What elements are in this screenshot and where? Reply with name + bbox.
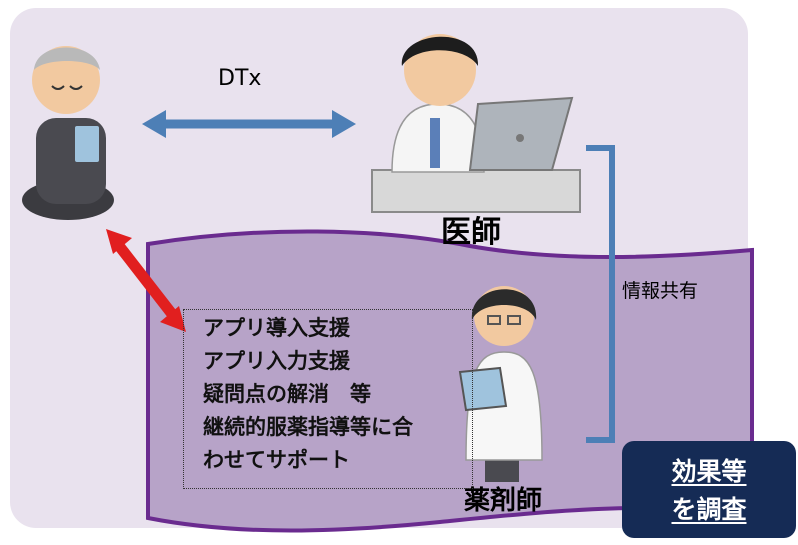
doctor-figure (371, 34, 581, 213)
support-item: 継続的服薬指導等に合 (203, 415, 413, 439)
patient-pharmacist-arrow (106, 229, 186, 332)
patient-figure (22, 46, 114, 220)
info-share-label: 情報共有 (622, 280, 699, 302)
support-item: わせてサポート (203, 448, 350, 472)
info-share-bracket (586, 145, 615, 443)
doctor-label: 医師 (441, 215, 501, 250)
dtx-label: DTx (218, 66, 262, 91)
badge-line-1: 効果等 (671, 457, 747, 486)
support-item: 疑問点の解消 等 (203, 382, 371, 406)
effect-survey-badge: 効果等 を調査 (622, 441, 796, 538)
pharmacist-label: 薬剤師 (464, 486, 543, 516)
dtx-double-arrow (142, 110, 356, 138)
badge-line-2: を調査 (671, 495, 747, 524)
support-item: アプリ入力支援 (203, 349, 350, 373)
pharmacist-figure (458, 286, 543, 482)
support-box (183, 309, 473, 489)
support-item: アプリ導入支援 (203, 316, 350, 340)
support-list: アプリ導入支援 アプリ入力支援 疑問点の解消 等 継続的服薬指導等に合 わせてサ… (203, 312, 413, 477)
